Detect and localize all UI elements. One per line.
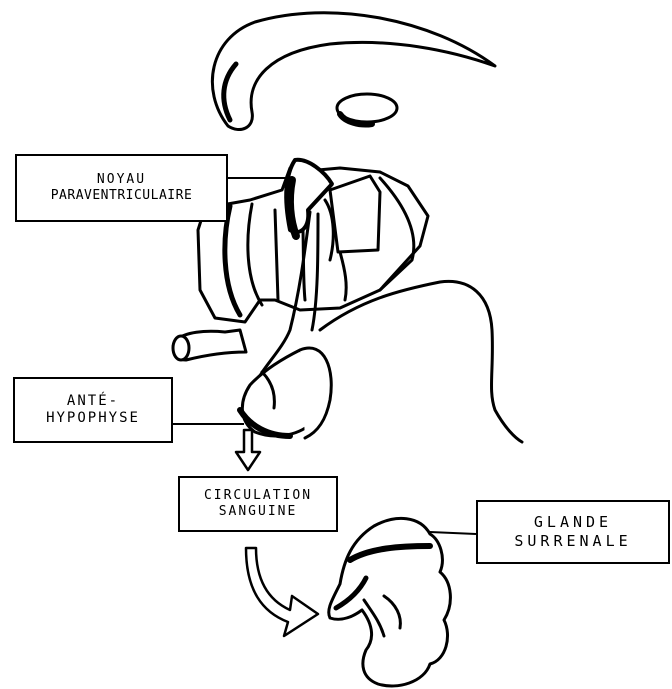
noyau-line2: PARAVENTRICULAIRE [51, 188, 193, 204]
label-ante-hypophyse: ANTÉ- HYPOPHYSE [13, 377, 173, 443]
circulation-arrow [246, 548, 318, 636]
pituitary-arrow [236, 430, 260, 470]
label-glande-surrenale: GLANDE SURRENALE [476, 500, 670, 564]
noyau-line1: NOYAU [51, 172, 193, 188]
circ-line1: CIRCULATION [204, 488, 312, 504]
label-noyau-paraventriculaire: NOYAU PARAVENTRICULAIRE [15, 154, 228, 222]
label-circulation-sanguine: CIRCULATION SANGUINE [178, 476, 338, 532]
ante-line1: ANTÉ- [46, 393, 140, 411]
glande-line2: SURRENALE [514, 532, 631, 551]
ante-line2: HYPOPHYSE [46, 410, 140, 428]
posterior-pituitary [300, 348, 331, 438]
brainstem-outline [320, 281, 522, 442]
circ-line2: SANGUINE [204, 504, 312, 520]
glande-line1: GLANDE [514, 513, 631, 532]
glande-leader-line [430, 532, 476, 534]
